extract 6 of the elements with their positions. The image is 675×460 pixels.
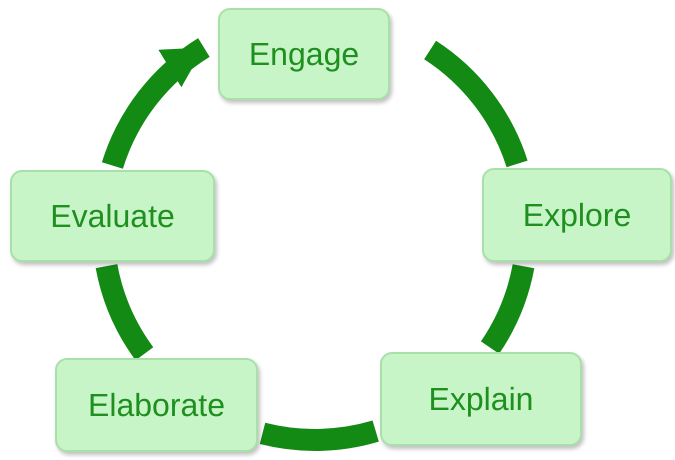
stage-box: Explain [380,352,582,446]
stage-box: Engage [218,8,390,100]
stage-box: Evaluate [10,170,215,262]
stage-box: Explore [482,168,672,262]
cycle-arrow [102,38,210,170]
stage-box: Elaborate [55,358,258,452]
